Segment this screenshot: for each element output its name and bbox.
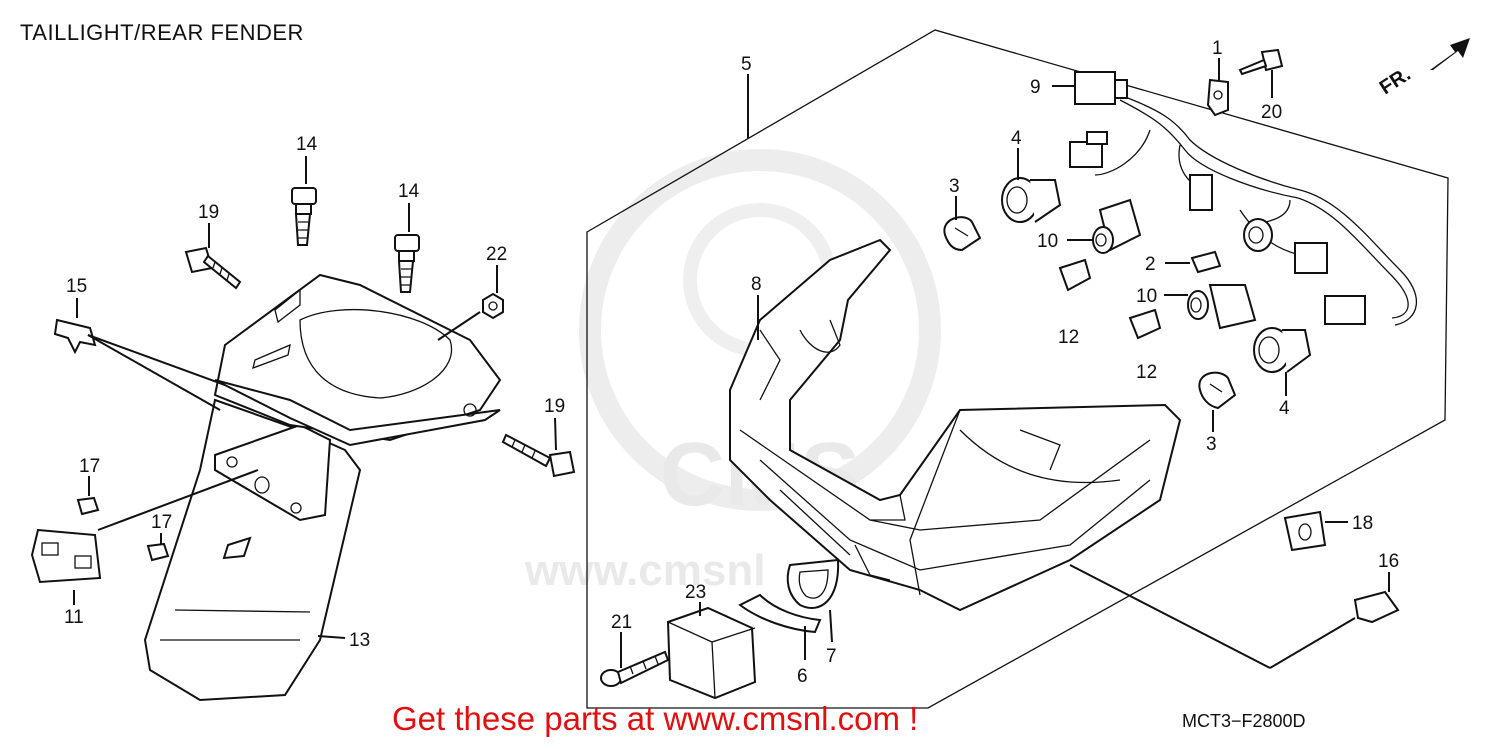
- callout-14-left: 14: [296, 134, 318, 155]
- gasket-7: [786, 558, 840, 609]
- screw-20: [1238, 48, 1284, 76]
- callout-6: 6: [797, 666, 808, 687]
- socket-harness: [1243, 218, 1273, 252]
- diagram-code: MCT3−F2800D: [1182, 711, 1306, 731]
- callout-8: 8: [751, 274, 762, 295]
- clip-16: [1353, 590, 1400, 624]
- taillight-unit: [729, 238, 1182, 612]
- callout-10-lower: 10: [1136, 286, 1157, 307]
- promo-link-text[interactable]: Get these parts at www.cmsnl.com !: [392, 700, 919, 737]
- front-direction-arrow: FR.: [1376, 38, 1470, 99]
- callout-12-lower: 12: [1136, 362, 1157, 383]
- bolt-19-left: [184, 246, 242, 290]
- bulb-12-upper: [1058, 258, 1092, 292]
- assembly-outline: [586, 29, 1449, 709]
- callout-22: 22: [486, 244, 507, 265]
- nut-18: [1283, 510, 1327, 552]
- callouts: 1 2 3 3 4 4 5 6 7 8 9 10 10 12 12 11 13 …: [64, 38, 1399, 687]
- callout-7: 7: [826, 646, 837, 667]
- socket-10-lower: [1187, 284, 1257, 330]
- screw-21: [600, 650, 670, 687]
- callout-17-upper: 17: [79, 456, 100, 477]
- front-direction-label: FR.: [1376, 63, 1415, 99]
- callout-1: 1: [1212, 38, 1223, 59]
- callout-5: 5: [741, 54, 752, 75]
- callout-19-left: 19: [198, 202, 219, 223]
- bulb-2: [1190, 250, 1222, 274]
- cover-23: [666, 606, 757, 700]
- bolt-14-right: [394, 234, 420, 293]
- socket-4-upper: [1001, 177, 1062, 223]
- bulb-3-upper: [943, 216, 982, 252]
- callout-23: 23: [685, 582, 706, 603]
- callout-10-upper: 10: [1037, 231, 1058, 252]
- callout-3-lower: 3: [1206, 434, 1217, 455]
- callout-11: 11: [64, 607, 84, 628]
- socket-10-upper: [1092, 198, 1142, 254]
- callout-9: 9: [1030, 77, 1041, 98]
- callout-15: 15: [66, 276, 87, 297]
- callout-12-upper: 12: [1058, 327, 1079, 348]
- callout-20: 20: [1261, 102, 1282, 123]
- bolt-19-right: [501, 433, 576, 478]
- callout-19-right: 19: [544, 396, 565, 417]
- callout-2: 2: [1145, 254, 1156, 275]
- bulb-3-lower: [1198, 371, 1237, 410]
- callout-14-right: 14: [398, 181, 420, 202]
- callout-17-lower: 17: [151, 512, 172, 533]
- wire-harness: [1069, 71, 1417, 326]
- callout-21: 21: [611, 612, 632, 633]
- bulb-12-lower: [1128, 308, 1162, 340]
- callout-4-lower: 4: [1279, 398, 1290, 419]
- callout-18: 18: [1352, 513, 1373, 534]
- clip-15: [53, 318, 97, 355]
- clip-1: [1206, 78, 1229, 117]
- leader-lines: [73, 58, 1390, 669]
- reflector-11: [30, 528, 102, 584]
- fender-tray: [213, 273, 502, 447]
- gasket-6: [738, 593, 822, 634]
- bolt-14-left: [291, 187, 317, 246]
- callout-4-upper: 4: [1011, 128, 1022, 149]
- callout-13: 13: [349, 630, 370, 651]
- nut-22: [482, 292, 504, 320]
- socket-4-lower: [1253, 327, 1312, 373]
- diagram-title: TAILLIGHT/REAR FENDER: [20, 20, 304, 45]
- callout-16: 16: [1378, 551, 1399, 572]
- callout-3-upper: 3: [949, 176, 960, 197]
- nut-17-lower: [146, 542, 170, 562]
- rear-fender: [143, 398, 362, 702]
- watermark-bottom-text: www.cmsnl: [524, 546, 765, 595]
- connector-9: [1074, 71, 1116, 105]
- nut-17-upper: [76, 496, 100, 516]
